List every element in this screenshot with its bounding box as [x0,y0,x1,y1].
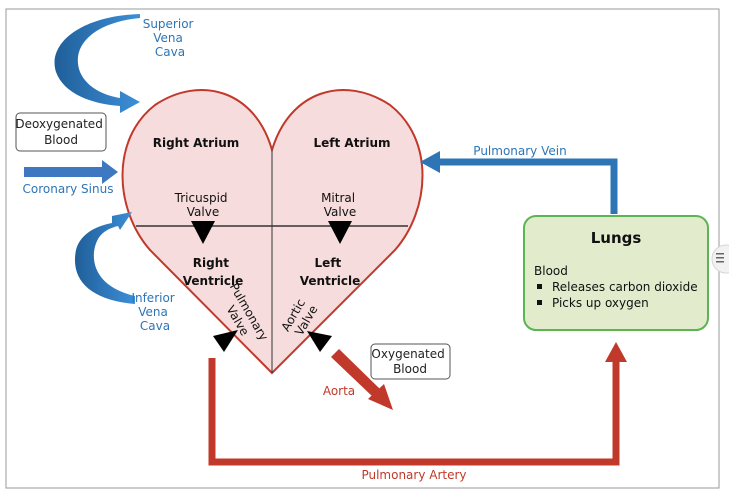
side-panel-toggle-icon[interactable] [711,244,729,274]
mitral-valve-label: Mitral Valve [321,191,359,219]
lungs-bullet-2-marker [537,300,542,305]
deoxygenated-blood-box [15,112,107,152]
mitral-valve-arrow [328,221,352,244]
lungs-box [523,215,709,331]
coronary-sinus-arrow [24,160,118,184]
inferior-vena-cava-label: Inferior Vena Cava [131,291,178,333]
tricuspid-valve-arrow [191,221,215,244]
lungs-bullet-2: Picks up oxygen [552,296,649,310]
coronary-sinus-label: Coronary Sinus [23,182,114,196]
pulmonary-vein-arrowhead [420,151,440,173]
pulmonary-vein-path [440,158,618,214]
inferior-vena-cava-arrow [74,212,135,304]
aortic-valve-arrow [307,331,332,352]
oxygenated-blood-box [370,343,451,380]
lungs-bullet-1: Releases carbon dioxide [552,280,698,294]
aorta-label: Aorta [323,384,355,398]
superior-vena-cava-label: Superior Vena Cava [143,17,198,59]
pulmonary-artery-arrowhead [605,342,627,362]
left-ventricle-label: Left Ventricle [300,256,360,288]
left-atrium-label: Left Atrium [313,136,390,150]
pulmonary-artery-path [208,358,620,466]
lungs-blood-heading: Blood [534,264,568,278]
aorta-arrow-head [368,384,393,410]
right-ventricle-label: Right Ventricle [183,256,243,288]
lungs-title: Lungs [591,229,642,247]
pulmonary-artery-label: Pulmonary Artery [361,468,466,482]
tricuspid-valve-label: Tricuspid Valve [174,191,232,219]
oxygenated-blood-label: Oxygenated Blood [371,347,448,376]
right-atrium-label: Right Atrium [153,136,240,150]
pulmonary-vein-label: Pulmonary Vein [473,144,566,158]
lungs-bullet-1-marker [537,284,542,289]
aorta-arrow-body [331,349,380,397]
pulmonary-valve-arrow [213,330,238,352]
deoxygenated-blood-label: Deoxygenated Blood [15,117,106,147]
superior-vena-cava-arrow [54,14,140,113]
